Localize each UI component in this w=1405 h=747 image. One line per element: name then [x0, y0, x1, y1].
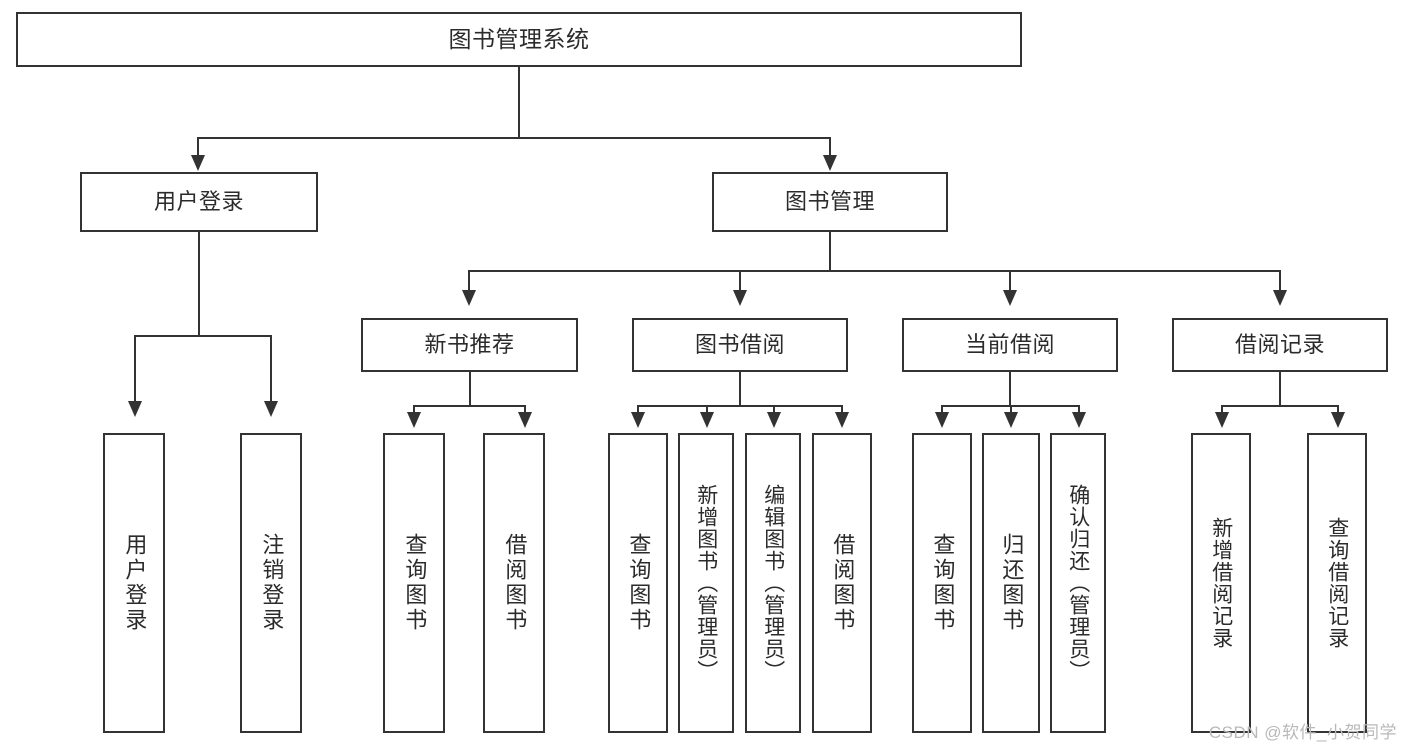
connector-bookmanage-bus	[468, 270, 1280, 272]
connector-drop-bb-leaf4	[841, 405, 843, 413]
connector-drop-cb-leaf1	[941, 405, 943, 413]
connector-bookmanage-stem	[829, 232, 831, 271]
leaf-query-book-1[interactable]: 查询图书	[383, 433, 445, 733]
node-label: 图书借阅	[694, 331, 785, 357]
node-label: 借阅图书	[502, 533, 528, 633]
leaf-borrow-book-2[interactable]: 借阅图书	[812, 433, 872, 733]
node-label: 借阅图书	[830, 533, 856, 633]
node-book-management[interactable]: 图书管理	[712, 172, 948, 232]
connector-drop-br-leaf1	[1221, 405, 1223, 413]
leaf-add-book[interactable]: 新增图书（管理员）	[678, 433, 734, 733]
node-book-management-system[interactable]: 图书管理系统	[16, 12, 1022, 67]
connector-drop-bb-leaf2	[706, 405, 708, 413]
arrow-to-leaf-user-logout	[264, 401, 278, 417]
arrow-to-leaf-confirm-return	[1072, 412, 1086, 428]
connector-bookborrow-bus	[637, 405, 843, 407]
node-label: 新增借阅记录	[1209, 517, 1233, 649]
arrow-to-leaf-borrow-book-1	[518, 412, 532, 428]
connector-root-drop-left	[197, 137, 199, 157]
node-label: 图书管理	[784, 188, 875, 214]
node-label: 当前借阅	[964, 331, 1055, 357]
connector-drop-borrowrec	[1279, 270, 1281, 292]
connector-drop-bb-leaf1	[637, 405, 639, 413]
node-label: 查询借阅记录	[1325, 517, 1349, 649]
connector-userlogin-bus	[134, 335, 271, 337]
connector-drop-cb-leaf2	[1010, 405, 1012, 413]
connector-drop-curborrow	[1009, 270, 1011, 292]
leaf-return-book[interactable]: 归还图书	[982, 433, 1040, 733]
node-new-book-recommendation[interactable]: 新书推荐	[361, 318, 578, 372]
leaf-edit-book[interactable]: 编辑图书（管理员）	[745, 433, 801, 733]
connector-drop-nb-leaf2	[524, 405, 526, 413]
arrow-to-leaf-query-book-1	[407, 412, 421, 428]
arrow-to-leaf-edit-book	[767, 412, 781, 428]
connector-borrowrec-stem	[1279, 372, 1281, 406]
arrow-to-leaf-user-login	[128, 401, 142, 417]
node-label: 借阅记录	[1234, 331, 1325, 357]
leaf-add-borrow-record[interactable]: 新增借阅记录	[1191, 433, 1251, 733]
node-label: 编辑图书（管理员）	[761, 484, 785, 682]
connector-drop-newbook	[468, 270, 470, 292]
node-label: 新增图书（管理员）	[694, 484, 718, 682]
connector-userlogin-stem	[198, 232, 200, 336]
leaf-user-logout[interactable]: 注销登录	[240, 433, 302, 733]
leaf-query-borrow-record[interactable]: 查询借阅记录	[1307, 433, 1367, 733]
node-label: 用户登录	[122, 533, 148, 633]
arrow-to-borrow-record	[1273, 290, 1287, 306]
connector-root-stem	[518, 67, 520, 138]
node-label: 图书管理系统	[448, 25, 590, 52]
leaf-confirm-return[interactable]: 确认归还（管理员）	[1050, 433, 1106, 733]
node-book-borrowing[interactable]: 图书借阅	[632, 318, 848, 372]
arrow-to-leaf-add-book	[700, 412, 714, 428]
connector-drop-userlogout-leaf	[270, 335, 272, 403]
arrow-to-book-manage	[823, 155, 837, 171]
connector-newbook-bus	[413, 405, 526, 407]
node-label: 查询图书	[626, 533, 652, 633]
leaf-query-book-2[interactable]: 查询图书	[608, 433, 668, 733]
node-label: 查询图书	[402, 533, 428, 633]
connector-newbook-stem	[469, 372, 471, 406]
node-label: 归还图书	[999, 533, 1025, 633]
connector-root-bus	[197, 137, 831, 139]
connector-drop-cb-leaf3	[1078, 405, 1080, 413]
arrow-to-current-borrow	[1003, 290, 1017, 306]
node-user-login[interactable]: 用户登录	[80, 172, 318, 232]
arrow-to-leaf-query-book-2	[631, 412, 645, 428]
node-current-borrowing[interactable]: 当前借阅	[902, 318, 1118, 372]
connector-drop-bookborrow	[739, 270, 741, 292]
node-label: 查询图书	[930, 533, 956, 633]
leaf-query-book-3[interactable]: 查询图书	[912, 433, 972, 733]
connector-drop-br-leaf2	[1337, 405, 1339, 413]
arrow-to-leaf-query-record	[1331, 412, 1345, 428]
arrow-to-leaf-query-book-3	[935, 412, 949, 428]
arrow-to-new-book-rec	[462, 290, 476, 306]
connector-drop-nb-leaf1	[413, 405, 415, 413]
connector-curborrow-stem	[1009, 372, 1011, 406]
connector-borrowrec-bus	[1221, 405, 1339, 407]
leaf-borrow-book-1[interactable]: 借阅图书	[483, 433, 545, 733]
leaf-user-login[interactable]: 用户登录	[103, 433, 165, 733]
node-label: 确认归还（管理员）	[1066, 484, 1090, 682]
arrow-to-leaf-return-book	[1004, 412, 1018, 428]
node-label: 用户登录	[153, 188, 244, 214]
node-label: 注销登录	[259, 533, 285, 633]
arrow-to-book-borrow	[733, 290, 747, 306]
connector-root-drop-right	[829, 137, 831, 157]
arrow-to-leaf-add-record	[1215, 412, 1229, 428]
connector-drop-bb-leaf3	[773, 405, 775, 413]
connector-drop-userlogin-leaf	[134, 335, 136, 403]
node-label: 新书推荐	[424, 331, 515, 357]
arrow-to-leaf-borrow-book-2	[835, 412, 849, 428]
node-borrowing-record[interactable]: 借阅记录	[1172, 318, 1388, 372]
arrow-to-user-login	[191, 155, 205, 171]
connector-bookborrow-stem	[739, 372, 741, 406]
